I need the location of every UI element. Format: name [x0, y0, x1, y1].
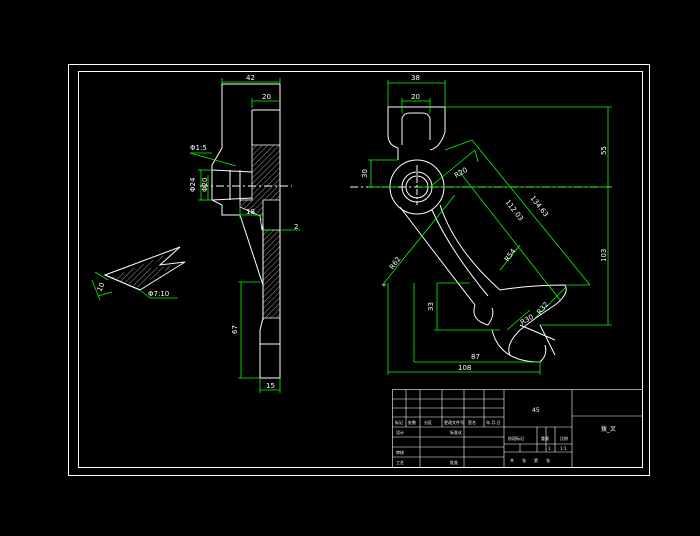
- dim-42: 42: [246, 74, 255, 82]
- dim-r32: R32: [535, 301, 550, 317]
- left-section-view: [200, 83, 292, 379]
- dim-108: 108: [458, 364, 471, 372]
- tb-process: 工艺: [396, 460, 404, 465]
- dim-33: 33: [427, 302, 435, 311]
- tb-stage: 阶段标记: [508, 435, 524, 441]
- tb-standard: 标准化: [450, 429, 462, 435]
- tb-sheet-3: 第: [534, 457, 538, 463]
- dim-38: 38: [411, 74, 420, 82]
- dim-r20: R20: [453, 166, 469, 180]
- svg-text:+: +: [381, 281, 387, 289]
- tb-review: 审核: [396, 449, 404, 455]
- tb-col-1: 标记: [395, 419, 403, 425]
- dim-134: 134.63: [528, 194, 549, 218]
- tb-weight: 重量: [541, 435, 549, 441]
- tb-col-3: 分区: [424, 419, 432, 425]
- tb-sheet-1: 共: [510, 457, 514, 463]
- dim-d24: Φ24: [189, 177, 197, 192]
- right-front-view: +: [350, 106, 612, 363]
- dim-20-left: 20: [262, 93, 271, 101]
- dim-112: 112.03: [503, 198, 524, 222]
- dimension-labels: 42 20 Φ1:5 Φ24 Φ20 18 2 67 15 38 20 30 5…: [96, 74, 608, 390]
- inner-frame: [78, 71, 643, 468]
- dim-103: 103: [600, 249, 608, 262]
- dim-slope: Φ7:10: [148, 290, 169, 298]
- outer-frame: [68, 64, 650, 476]
- tb-col-2: 处数: [408, 419, 416, 425]
- tb-approve: 批准: [450, 459, 458, 465]
- dim-d20: Φ20: [201, 178, 209, 192]
- dim-67: 67: [231, 325, 239, 334]
- dim-20-right: 20: [411, 93, 420, 101]
- left-view-dimensions: [189, 78, 300, 393]
- right-view-dimensions: [368, 80, 612, 375]
- tb-count: 1: [548, 446, 551, 451]
- tb-scale-value: 1:1: [560, 446, 567, 451]
- dim-taper: Φ1:5: [190, 144, 207, 152]
- detail-view: [91, 246, 186, 301]
- title-material: 45: [532, 407, 540, 414]
- dim-55: 55: [600, 146, 608, 155]
- tb-col-6: 年.月.日: [486, 419, 501, 425]
- dim-2: 2: [294, 223, 298, 231]
- tb-scale: 比例: [560, 435, 568, 441]
- tb-col-5: 签名: [468, 419, 476, 425]
- tb-design: 设计: [396, 429, 404, 435]
- tb-sheet-4: 张: [546, 457, 550, 463]
- title-drawing-name: 拨_叉: [601, 425, 616, 433]
- tb-sheet-2: 张: [522, 457, 526, 463]
- dim-10: 10: [96, 281, 107, 292]
- dim-r54: R54: [503, 247, 518, 263]
- dim-30: 30: [361, 169, 369, 178]
- tb-col-4: 更改文件号: [444, 419, 464, 425]
- dim-18: 18: [246, 208, 255, 216]
- dim-15: 15: [266, 382, 275, 390]
- title-block: 45 拨_叉 标记 处数 分区 更改文件号 签名 年.月.日 设计 标准化 阶段…: [392, 389, 643, 468]
- dim-87: 87: [471, 353, 480, 361]
